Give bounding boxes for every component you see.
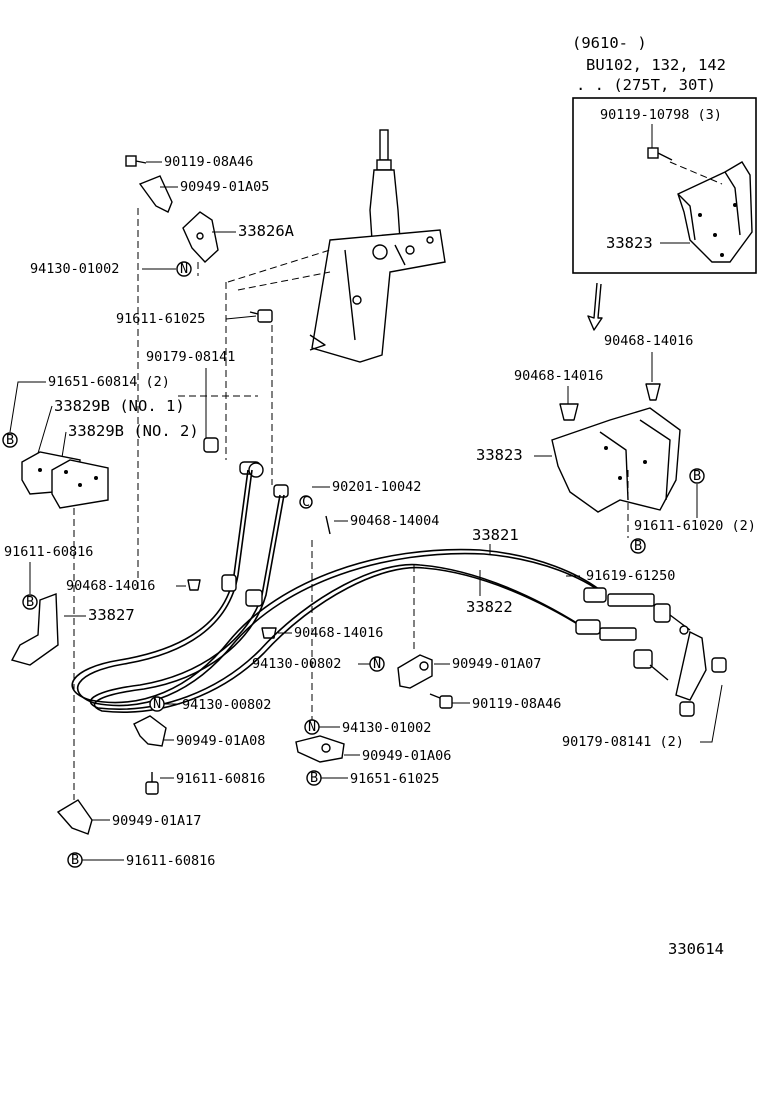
bracket-33829B-icon <box>21 451 109 509</box>
bolt-91611-61025-icon <box>249 309 273 323</box>
clamp-90949-01A17-icon <box>56 799 93 835</box>
label-94130-00802-left: 94130-00802 <box>182 697 271 713</box>
clip-90468-mid-icon <box>559 403 579 421</box>
label-90949-01A06: 90949-01A06 <box>362 748 451 764</box>
inset-bracket-label: 33823 <box>606 234 653 252</box>
clip-90468-14004-icon <box>325 515 331 535</box>
shift-lever-assembly <box>309 129 446 363</box>
nut-90179-icon <box>203 437 219 453</box>
clamp-90949-01A06-icon <box>295 735 345 763</box>
label-90119-08A46-lower: 90119-08A46 <box>472 696 561 712</box>
bracket-33823-icon <box>551 407 681 513</box>
inset-date-range: (9610- ) <box>572 34 647 52</box>
label-94130-01002-lower: 94130-01002 <box>342 720 431 736</box>
cable-bracket-right-icon <box>675 630 727 717</box>
label-94130-00802-center: 94130-00802 <box>252 656 341 672</box>
label-90468-14016-left: 90468-14016 <box>66 578 155 594</box>
bolt-91611-60816-icon <box>145 772 159 795</box>
label-90949-01A05: 90949-01A05 <box>180 179 269 195</box>
label-91611-60816-top: 91611-60816 <box>4 544 93 560</box>
cable-end-assembly-right-icon <box>575 587 691 681</box>
svg-text:N: N <box>180 261 188 277</box>
bolt-90119-icon <box>125 155 147 167</box>
figure-number: 330614 <box>668 940 724 958</box>
bracket-33827-icon <box>10 593 59 666</box>
label-90949-01A17: 90949-01A17 <box>112 813 201 829</box>
cable-end-fittings-icon <box>239 461 289 498</box>
label-90179-08141-2: 90179-08141 (2) <box>562 734 684 750</box>
label-91611-61025: 91611-61025 <box>116 311 205 327</box>
label-90468-14016-center: 90468-14016 <box>294 625 383 641</box>
label-33823: 33823 <box>476 446 523 464</box>
bolt-90119-lower-icon <box>429 693 453 709</box>
clip-90468-center-icon <box>261 627 277 639</box>
label-91611-61020: 91611-61020 (2) <box>634 518 756 534</box>
label-91611-60816-bottom: 91611-60816 <box>126 853 215 869</box>
label-91651-60814: 91651-60814 (2) <box>48 374 170 390</box>
label-33829B-no2: 33829B (NO. 2) <box>68 422 199 440</box>
n-symbol-center-icon <box>369 656 385 672</box>
inset-arrow-icon <box>587 282 603 331</box>
inset-bolt-icon <box>647 147 673 161</box>
svg-text:B: B <box>310 770 318 786</box>
svg-text:N: N <box>373 656 381 672</box>
shift-cables <box>71 469 605 713</box>
svg-text:C: C <box>302 494 310 510</box>
label-90468-14016-mid: 90468-14016 <box>514 368 603 384</box>
svg-text:B: B <box>6 432 14 448</box>
label-90119-08A46: 90119-08A46 <box>164 154 253 170</box>
inset-bolt-label: 90119-10798 (3) <box>600 107 722 123</box>
label-91619-61250: 91619-61250 <box>586 568 675 584</box>
b-symbol-left-icon <box>22 594 38 610</box>
svg-text:N: N <box>153 696 161 712</box>
label-90949-01A07: 90949-01A07 <box>452 656 541 672</box>
label-90949-01A08: 90949-01A08 <box>176 733 265 749</box>
svg-text:B: B <box>634 538 642 554</box>
n-symbol-icon <box>176 261 192 277</box>
label-33821: 33821 <box>472 526 519 544</box>
inset-model-codes: BU102, 132, 142 <box>586 56 726 74</box>
svg-text:B: B <box>71 852 79 868</box>
clip-90468-left-icon <box>187 579 201 591</box>
label-91651-61025: 91651-61025 <box>350 771 439 787</box>
b-symbol-right-icon <box>689 468 705 484</box>
svg-text:B: B <box>26 594 34 610</box>
inset-dash <box>669 161 723 185</box>
inset-frame <box>572 97 757 274</box>
label-33826A: 33826A <box>238 222 295 240</box>
svg-text:B: B <box>693 468 701 484</box>
c-symbol-icon <box>299 495 313 509</box>
label-33829B-no1: 33829B (NO. 1) <box>54 397 185 415</box>
clip-90468-right-icon <box>645 383 661 401</box>
inset-engine-codes: . . (275T, 30T) <box>576 76 716 94</box>
label-33822: 33822 <box>466 598 513 616</box>
label-91611-60816-mid: 91611-60816 <box>176 771 265 787</box>
inset-bracket-icon <box>677 161 753 263</box>
label-90468-14004: 90468-14004 <box>350 513 439 529</box>
label-90179-08141: 90179-08141 <box>146 349 235 365</box>
clamp-90949-01A05-icon <box>138 175 173 213</box>
label-90468-14016-right: 90468-14016 <box>604 333 693 349</box>
label-90201-10042: 90201-10042 <box>332 479 421 495</box>
b-symbol-lower-icon <box>630 538 646 554</box>
dashed-guides <box>73 208 629 800</box>
label-33827: 33827 <box>88 606 135 624</box>
clamp-90949-01A07-icon <box>397 654 433 689</box>
bracket-33826A-icon <box>182 211 219 263</box>
clamp-90949-01A08-icon <box>133 715 167 747</box>
b-symbol-icon <box>2 432 18 448</box>
inset-panel: (9610- ) BU102, 132, 142 . . (275T, 30T)… <box>572 34 757 274</box>
svg-text:N: N <box>308 719 316 735</box>
label-94130-01002-top: 94130-01002 <box>30 261 119 277</box>
